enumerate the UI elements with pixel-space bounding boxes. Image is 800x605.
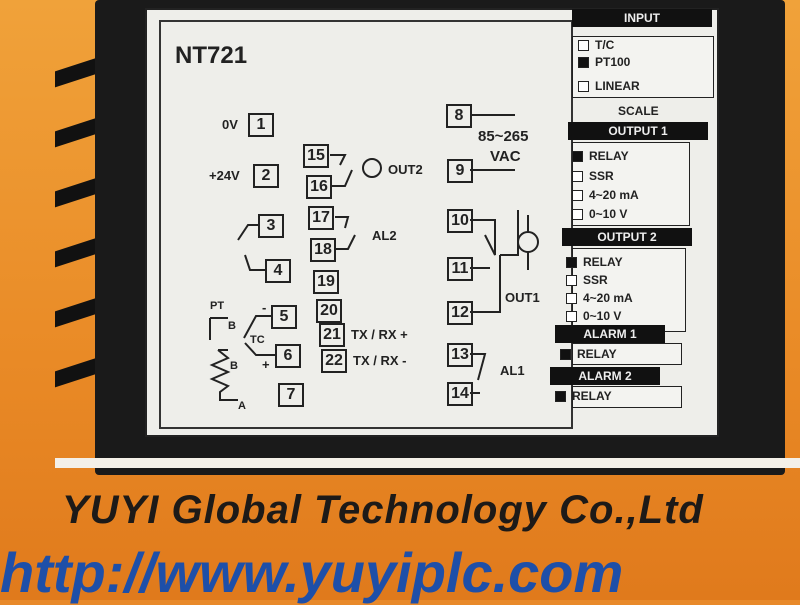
panel-output1-title-header: OUTPUT 1	[568, 122, 708, 140]
option-box	[572, 386, 682, 408]
terminal-6: 6	[275, 344, 301, 368]
checkbox-icon	[572, 170, 583, 182]
watermark-url: http://www.yuyiplc.com	[0, 541, 624, 604]
output1-option[interactable]: 0~10 V	[572, 207, 627, 221]
option-label: T/C	[595, 38, 615, 52]
terminal-2: 2	[253, 164, 279, 188]
checkbox-icon	[578, 56, 589, 68]
terminal-16: 16	[306, 175, 332, 199]
annotation-pt: PT	[210, 300, 225, 312]
annotation-out2: OUT2	[388, 162, 423, 177]
terminal-10: 10	[447, 209, 473, 233]
option-box	[572, 36, 714, 98]
checkbox-icon	[572, 150, 583, 162]
terminal-14: 14	[447, 382, 473, 406]
panel-output2-title-header: OUTPUT 2	[562, 228, 692, 246]
checkbox-icon	[566, 274, 577, 286]
checkbox-icon	[572, 208, 583, 220]
checkbox-icon	[578, 80, 589, 92]
watermark-company: YUYI Global Technology Co.,Ltd	[62, 488, 704, 532]
checkbox-icon	[560, 348, 571, 360]
terminal-1: 1	[248, 113, 274, 137]
terminal-7: 7	[278, 383, 304, 407]
annotation-tc: TC	[250, 334, 265, 346]
option-label: 4~20 mA	[589, 188, 639, 202]
input-option[interactable]: T/C	[578, 38, 614, 52]
checkbox-icon	[566, 256, 577, 268]
output1-option[interactable]: 4~20 mA	[572, 188, 639, 202]
terminal-18: 18	[310, 238, 336, 262]
output2-option[interactable]: 4~20 mA	[566, 291, 633, 305]
terminal-2-label: +24V	[209, 168, 240, 183]
terminal-22-label: TX / RX -	[353, 353, 407, 368]
option-label: 4~20 mA	[583, 291, 633, 305]
label-stripe	[55, 458, 800, 468]
output1-option[interactable]: SSR	[572, 169, 614, 183]
input-option[interactable]: LINEAR	[578, 79, 640, 93]
model-name: NT721	[175, 42, 248, 69]
panel-alarm2-title-header: ALARM 2	[550, 367, 660, 385]
output2-option[interactable]: RELAY	[566, 255, 623, 269]
checkbox-icon	[566, 292, 577, 304]
checkbox-icon	[566, 310, 577, 322]
terminal-13: 13	[447, 343, 473, 367]
annotation-al1: AL1	[500, 363, 525, 378]
terminal-4: 4	[265, 259, 291, 283]
panel-input-title-header: INPUT	[572, 9, 712, 27]
checkbox-icon	[578, 39, 589, 51]
output1-option[interactable]: RELAY	[572, 149, 629, 163]
annotation-power: 85~265	[478, 128, 529, 145]
checkbox-icon	[572, 189, 583, 201]
option-label: RELAY	[583, 255, 623, 269]
polarity-plus: +	[262, 357, 270, 372]
terminal-12: 12	[447, 301, 473, 325]
terminal-21: 21	[319, 323, 345, 347]
option-label: PT100	[595, 55, 631, 69]
option-label: 0~10 V	[589, 207, 628, 221]
output2-option[interactable]: 0~10 V	[566, 309, 621, 323]
annotation-b1: B	[228, 320, 236, 332]
terminal-1-label: 0V	[222, 117, 238, 132]
input-option[interactable]: PT100	[578, 55, 630, 69]
option-label: RELAY	[572, 389, 612, 403]
option-box	[572, 343, 682, 365]
option-box	[572, 142, 690, 226]
output2-option[interactable]: SSR	[566, 273, 608, 287]
alarm2-option[interactable]: RELAY	[555, 389, 612, 403]
annotation-a: A	[238, 400, 246, 412]
terminal-21-label: TX / RX +	[351, 327, 408, 342]
alarm1-option[interactable]: RELAY	[560, 347, 617, 361]
terminal-20: 20	[316, 299, 342, 323]
option-label: SSR	[589, 169, 614, 183]
annotation-vac: VAC	[490, 148, 521, 165]
option-label: RELAY	[589, 149, 629, 163]
scale-label: SCALE	[618, 104, 659, 118]
option-label: LINEAR	[595, 79, 640, 93]
terminal-8: 8	[446, 104, 472, 128]
checkbox-icon	[555, 390, 566, 402]
terminal-22: 22	[321, 349, 347, 373]
annotation-al2: AL2	[372, 228, 397, 243]
terminal-5: 5	[271, 305, 297, 329]
terminal-17: 17	[308, 206, 334, 230]
option-box	[572, 248, 686, 332]
terminal-15: 15	[303, 144, 329, 168]
option-label: 0~10 V	[583, 309, 622, 323]
polarity-minus: -	[262, 300, 267, 315]
option-label: RELAY	[577, 347, 617, 361]
option-label: SSR	[583, 273, 608, 287]
annotation-b2: B	[230, 360, 238, 372]
terminal-11: 11	[447, 257, 473, 281]
panel-alarm1-title-header: ALARM 1	[555, 325, 665, 343]
terminal-3: 3	[258, 214, 284, 238]
annotation-out1: OUT1	[505, 290, 540, 305]
terminal-19: 19	[313, 270, 339, 294]
terminal-9: 9	[447, 159, 473, 183]
